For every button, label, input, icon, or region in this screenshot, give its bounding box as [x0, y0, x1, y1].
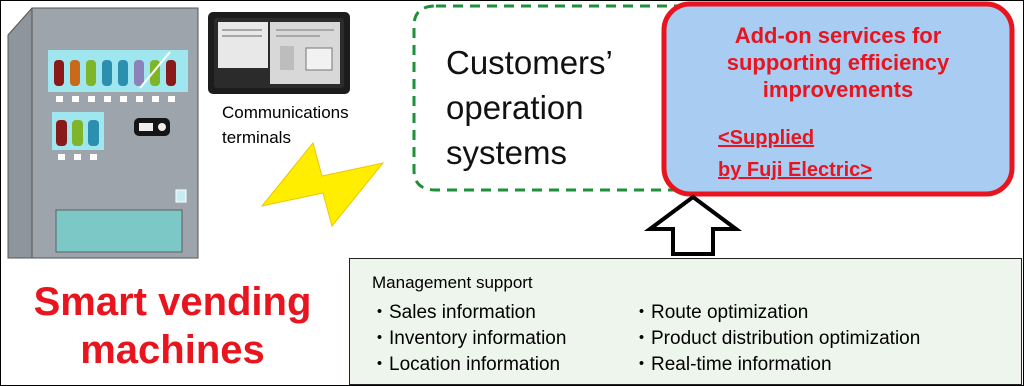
- addon-supplier-line-1: <Supplied: [718, 127, 815, 149]
- addon-services-box: [661, 1, 1015, 197]
- management-support-panel: Management support ・Sales information ・I…: [349, 258, 1022, 385]
- vending-machine-icon: [7, 7, 199, 259]
- vending-label-line-2: machines: [80, 328, 265, 372]
- customers-dashed-box: [412, 4, 688, 192]
- management-support-title: Management support: [372, 273, 533, 292]
- communications-terminal-icon: [208, 12, 350, 94]
- management-item-inventory: ・Inventory information: [370, 328, 567, 349]
- customers-label-line-2: operation: [446, 89, 584, 126]
- addon-title-line-3: improvements: [762, 77, 914, 102]
- lightning-bolt-icon: [260, 141, 385, 228]
- addon-title-line-2: supporting efficiency: [726, 50, 950, 75]
- customers-systems-label: Customers’ operation systems: [446, 40, 613, 175]
- terminal-label: Communications terminals: [222, 100, 349, 150]
- up-arrow-icon: [643, 194, 743, 256]
- terminal-label-line-2: terminals: [222, 128, 291, 147]
- addon-services-title: Add-on services for supporting efficienc…: [672, 22, 1004, 103]
- vending-label-line-1: Smart vending: [33, 280, 312, 324]
- management-item-distribution: ・Product distribution optimization: [632, 328, 921, 349]
- addon-title-line-1: Add-on services for: [734, 23, 942, 48]
- management-item-sales: ・Sales information: [370, 302, 536, 323]
- addon-supplier-line-2: by Fuji Electric>: [718, 159, 872, 181]
- management-item-location: ・Location information: [370, 354, 561, 375]
- management-item-route: ・Route optimization: [632, 302, 809, 323]
- customers-label-line-1: Customers’: [446, 44, 613, 81]
- management-item-realtime: ・Real-time information: [632, 354, 832, 375]
- terminal-label-line-1: Communications: [222, 103, 349, 122]
- customers-label-line-3: systems: [446, 134, 568, 171]
